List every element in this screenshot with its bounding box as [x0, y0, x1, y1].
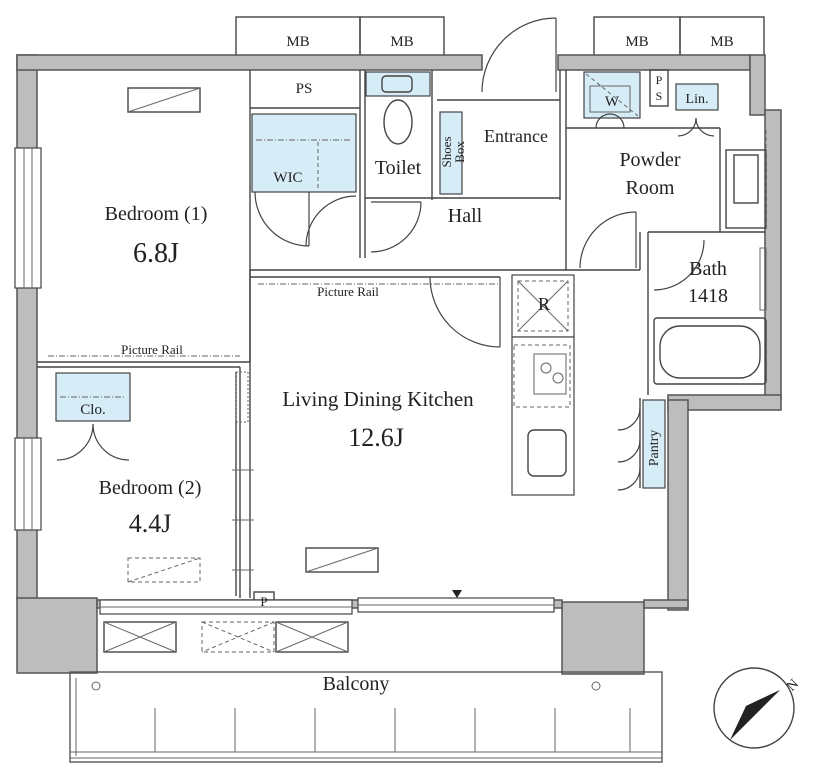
pipe-space-label: P	[260, 594, 267, 609]
picture-rail-label-2: Picture Rail	[317, 284, 379, 299]
shoes-box	[439, 111, 463, 195]
ldk-name: Living Dining Kitchen	[282, 387, 474, 411]
shoes-box-label-1: Shoes	[439, 136, 454, 167]
linen-label: Lin.	[686, 92, 709, 107]
wall-top-left	[16, 54, 483, 71]
compass-north-label: N	[784, 677, 802, 695]
meter-boxes	[235, 16, 765, 58]
toilet-label: Toilet	[375, 157, 422, 179]
balcony-label: Balcony	[323, 673, 390, 695]
powder-room-label-1: Powder	[619, 149, 680, 171]
entrance-label: Entrance	[484, 126, 548, 146]
washer-label: W	[605, 94, 620, 110]
mb-label-1: MB	[286, 34, 309, 50]
wic-shelf	[251, 113, 357, 193]
shoes-box-label-2: Box	[452, 141, 467, 163]
hall-label: Hall	[448, 205, 483, 227]
mb-label-3: MB	[625, 34, 648, 50]
wic-label: WIC	[273, 170, 302, 186]
ps-label: PS	[296, 81, 313, 97]
bedroom1-size: 6.8J	[133, 238, 179, 269]
linen-closet	[675, 83, 719, 111]
doors	[56, 17, 715, 491]
bedroom2-size: 4.4J	[129, 509, 172, 538]
column-bottom-right	[561, 601, 645, 675]
mb-label-4: MB	[710, 34, 733, 50]
kitchen-counter	[511, 336, 575, 496]
compass: N	[713, 667, 802, 749]
compass-arrow-icon	[730, 690, 780, 740]
wall-right-lower	[667, 399, 689, 611]
wall-right-bath	[764, 109, 782, 401]
fridge-label: R	[538, 294, 550, 314]
wall-bottom-right	[643, 599, 689, 609]
bedroom1-name: Bedroom (1)	[105, 203, 208, 225]
mb-label-2: MB	[390, 34, 413, 50]
bath-label-1: Bath	[689, 258, 727, 280]
labels: MB MB MB MB PS WIC Toilet Entrance Shoes…	[80, 34, 733, 695]
bedroom2-name: Bedroom (2)	[99, 477, 202, 499]
wall-top-right	[557, 54, 751, 71]
toilet-bowl	[383, 99, 413, 145]
picture-rail-label-1: Picture Rail	[121, 342, 183, 357]
compass-ring	[713, 667, 795, 749]
balcony-windows	[99, 590, 555, 615]
powder-room-label-2: Room	[626, 177, 675, 199]
bathtub	[659, 325, 761, 379]
pantry-label: Pantry	[647, 430, 662, 467]
pantry-shelf	[642, 399, 666, 489]
ps-vertical-label-1: P	[656, 73, 663, 87]
wall-right-upper	[749, 54, 766, 116]
balcony	[69, 621, 663, 763]
column-bottom-left	[16, 597, 98, 674]
closet-label: Clo.	[80, 402, 105, 418]
ldk-size: 12.6J	[348, 423, 404, 452]
interior-walls	[37, 69, 767, 611]
bath-label-2: 1418	[688, 285, 728, 307]
ps-vertical-label-2: S	[656, 89, 663, 103]
windows-left	[14, 147, 42, 531]
